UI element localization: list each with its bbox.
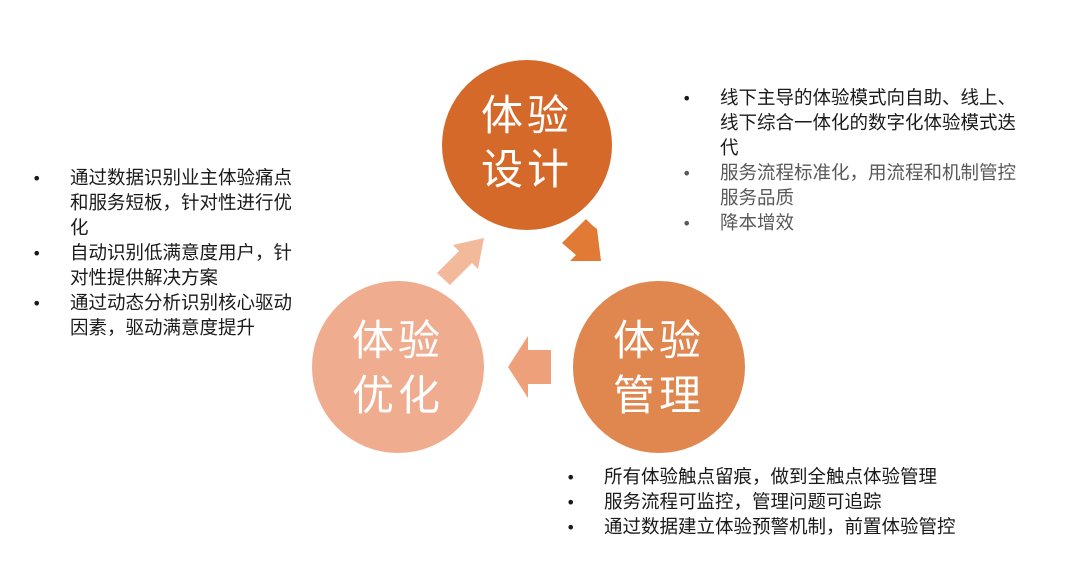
circle-optimize-label-2: 优化 [352, 371, 444, 420]
bullet-item: 通过数据识别业主体验痛点和服务短板，针对性进行优化 [32, 166, 304, 241]
bullet-item: 通过数据建立体验预警机制，前置体验管控 [566, 515, 1076, 540]
circle-design-label-2: 设计 [481, 145, 573, 194]
design-bullet-list: 线下主导的体验模式向自助、线上、线下综合一体化的数字化体验模式迭代 服务流程标准… [682, 86, 1032, 236]
arrow-manage-to-optimize-icon [508, 336, 551, 398]
circle-design-label-1: 体验 [481, 91, 573, 140]
bullet-item: 通过动态分析识别核心驱动因素，驱动满意度提升 [32, 291, 304, 341]
circle-manage-label-2: 管理 [613, 371, 705, 420]
circle-manage-label-1: 体验 [613, 316, 705, 365]
manage-bullet-list: 所有体验触点留痕，做到全触点体验管理 服务流程可监控，管理问题可追踪 通过数据建… [566, 465, 1076, 540]
bullet-item: 服务流程可监控，管理问题可追踪 [566, 490, 1076, 515]
bullet-item: 服务流程标准化，用流程和机制管控服务品质 [682, 161, 1032, 211]
circle-design [442, 60, 612, 230]
circle-optimize-label-1: 体验 [352, 316, 444, 365]
circle-manage [573, 281, 745, 453]
bullet-item: 降本增效 [682, 211, 1032, 236]
arrow-optimize-to-design-icon [437, 238, 484, 285]
circle-optimize [312, 281, 484, 453]
arrow-design-to-manage-icon [562, 219, 601, 261]
optimize-bullet-list: 通过数据识别业主体验痛点和服务短板，针对性进行优化 自动识别低满意度用户，针对性… [32, 166, 304, 341]
bullet-item: 所有体验触点留痕，做到全触点体验管理 [566, 465, 1076, 490]
bullet-item: 自动识别低满意度用户，针对性提供解决方案 [32, 241, 304, 291]
bullet-item: 线下主导的体验模式向自助、线上、线下综合一体化的数字化体验模式迭代 [682, 86, 1032, 161]
